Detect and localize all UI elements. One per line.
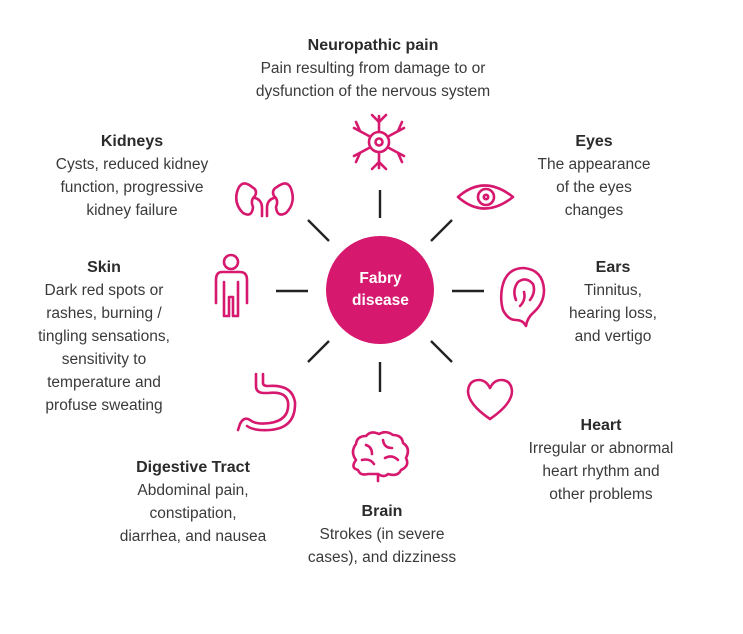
eyes-title: Eyes [575,133,613,150]
digestive-title: Digestive Tract [136,459,250,476]
spoke-top-right [430,219,453,242]
skin-block: Skin Dark red spots or rashes, burning /… [22,256,186,417]
ears-title: Ears [595,259,631,276]
brain-title: Brain [361,503,403,520]
ears-block: Ears Tinnitus, hearing loss, and vertigo [548,256,678,348]
spoke-bottom-left [307,340,330,363]
neuron-icon [352,113,406,171]
brain-block: Brain Strokes (in severe cases), and diz… [296,500,468,569]
center-circle [326,236,434,344]
kidneys-block: Kidneys Cysts, reduced kidney function, … [38,130,226,222]
eye-icon [456,184,515,210]
eyes-block: Eyes The appearance of the eyes changes [516,130,672,222]
digestive-desc: Abdominal pain, constipation, diarrhea, … [119,482,267,545]
person-icon [214,253,249,318]
ears-desc: Tinnitus, hearing loss, and vertigo [569,282,657,345]
heart-title: Heart [580,417,622,434]
neuropathic-desc: Pain resulting from damage to or dysfunc… [255,60,491,100]
heart-icon [466,378,514,421]
heart-desc: Irregular or abnormal heart rhythm and o… [528,440,674,503]
spoke-top-left [307,219,330,242]
neuropathic-title: Neuropathic pain [307,37,439,54]
stomach-icon [236,372,297,432]
center-label: Fabry disease [327,250,434,330]
kidneys-title: Kidneys [100,133,164,150]
brain-icon [351,430,410,483]
skin-title: Skin [87,259,121,276]
neuropathic-block: Neuropathic pain Pain resulting from dam… [210,34,536,103]
brain-desc: Strokes (in severe cases), and dizziness [307,526,457,566]
center-label-line1: Fabry [359,270,402,287]
eyes-desc: The appearance of the eyes changes [537,156,651,219]
kidneys-icon [234,182,295,218]
digestive-block: Digestive Tract Abdominal pain, constipa… [102,456,284,548]
kidneys-desc: Cysts, reduced kidney function, progress… [55,156,209,219]
ear-icon [499,266,546,328]
spokes [276,190,484,392]
skin-desc: Dark red spots or rashes, burning / ting… [38,282,170,414]
spoke-bottom-right [430,340,453,363]
heart-block: Heart Irregular or abnormal heart rhythm… [508,414,694,506]
center-label-line2: disease [352,292,409,309]
